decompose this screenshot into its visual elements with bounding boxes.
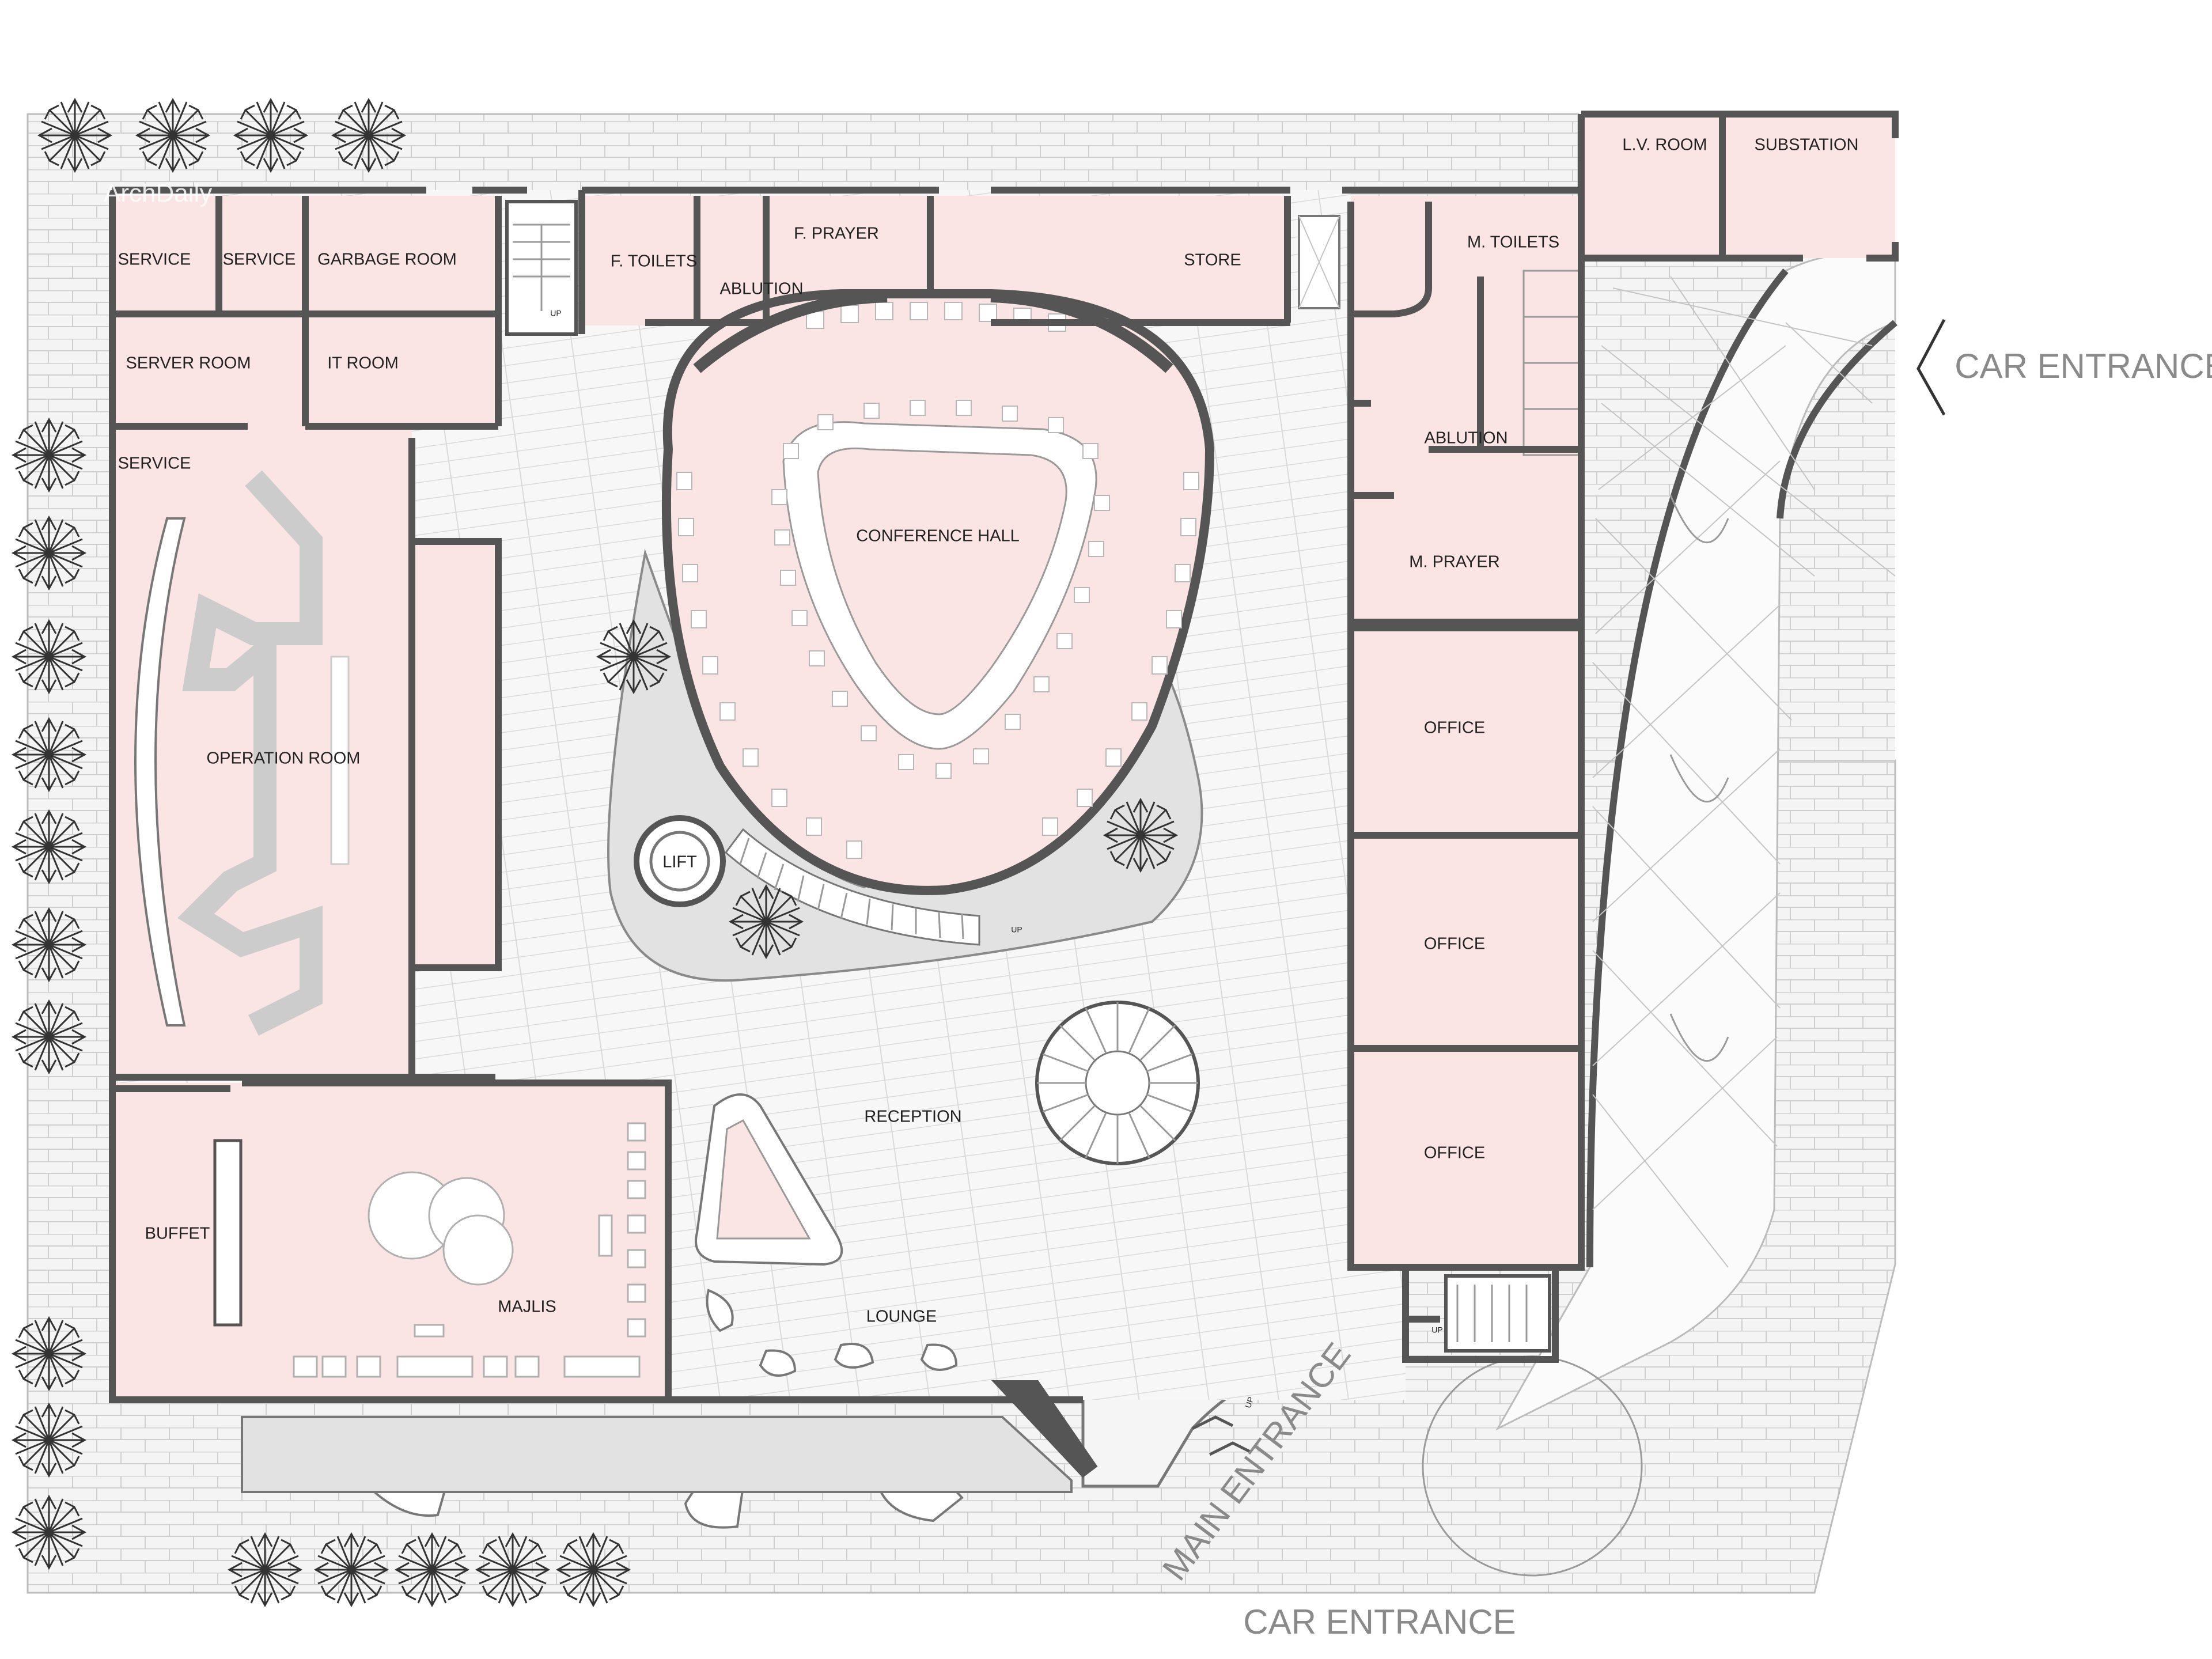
label-reception: RECEPTION (864, 1108, 961, 1126)
majlis-furniture (293, 1122, 646, 1378)
label-ablution-f: ABLUTION (719, 280, 803, 298)
label-car-entrance-east: CAR ENTRANCE (1955, 347, 2212, 385)
label-f-prayer: F. PRAYER (794, 225, 879, 243)
label-majlis: MAJLIS (498, 1298, 556, 1316)
reception-desk (695, 1093, 843, 1266)
up-marker-2: UP (1431, 1325, 1442, 1335)
lift (634, 815, 726, 907)
label-car-entrance-south: CAR ENTRANCE (1243, 1603, 1516, 1641)
label-garbage-room: GARBAGE ROOM (317, 251, 457, 269)
label-operation-room: OPERATION ROOM (207, 749, 361, 768)
label-substation: SUBSTATION (1755, 136, 1859, 154)
conference-seating (676, 302, 1199, 859)
label-service-1: SERVICE (118, 251, 191, 269)
label-conference-hall: CONFERENCE HALL (856, 527, 1020, 546)
label-f-toilets: F. TOILETS (611, 252, 697, 271)
up-markers: UP UP UP UP (550, 309, 1442, 1410)
stair-service (505, 200, 1551, 1353)
room-labels: SERVICE SERVICE GARBAGE ROOM SERVER ROOM… (118, 136, 1859, 1326)
conference-hall (661, 289, 1215, 895)
front-planter (241, 1416, 1073, 1493)
operation-room-furniture (134, 470, 350, 1327)
label-service-3: SERVICE (118, 454, 191, 473)
label-office-3: OFFICE (1424, 1144, 1485, 1162)
up-marker-1: UP (550, 309, 561, 318)
label-it-room: IT ROOM (327, 354, 399, 373)
label-service-2: SERVICE (223, 251, 296, 269)
room-fills (112, 114, 1895, 1397)
entrance-frame (991, 1380, 1098, 1478)
spiral-stair (1035, 1001, 1200, 1165)
walls (109, 111, 1899, 1403)
label-store: STORE (1184, 251, 1241, 270)
label-lounge: LOUNGE (866, 1308, 937, 1326)
label-buffet: BUFFET (145, 1225, 210, 1243)
label-office-2: OFFICE (1424, 935, 1485, 953)
label-m-toilets: M. TOILETS (1467, 233, 1559, 252)
car-entrance-arrow (1916, 319, 1946, 416)
up-marker-4: UP (1011, 925, 1022, 934)
up-marker-3: UP (1243, 1396, 1256, 1410)
label-ablution-m: ABLUTION (1424, 429, 1508, 448)
label-lv-room: L.V. ROOM (1622, 136, 1707, 154)
label-m-prayer: M. PRAYER (1409, 553, 1499, 571)
label-office-1: OFFICE (1424, 719, 1485, 737)
label-lift: LIFT (662, 853, 697, 872)
label-server-room: SERVER ROOM (126, 354, 251, 373)
watermark: ArchDaily (104, 179, 212, 207)
